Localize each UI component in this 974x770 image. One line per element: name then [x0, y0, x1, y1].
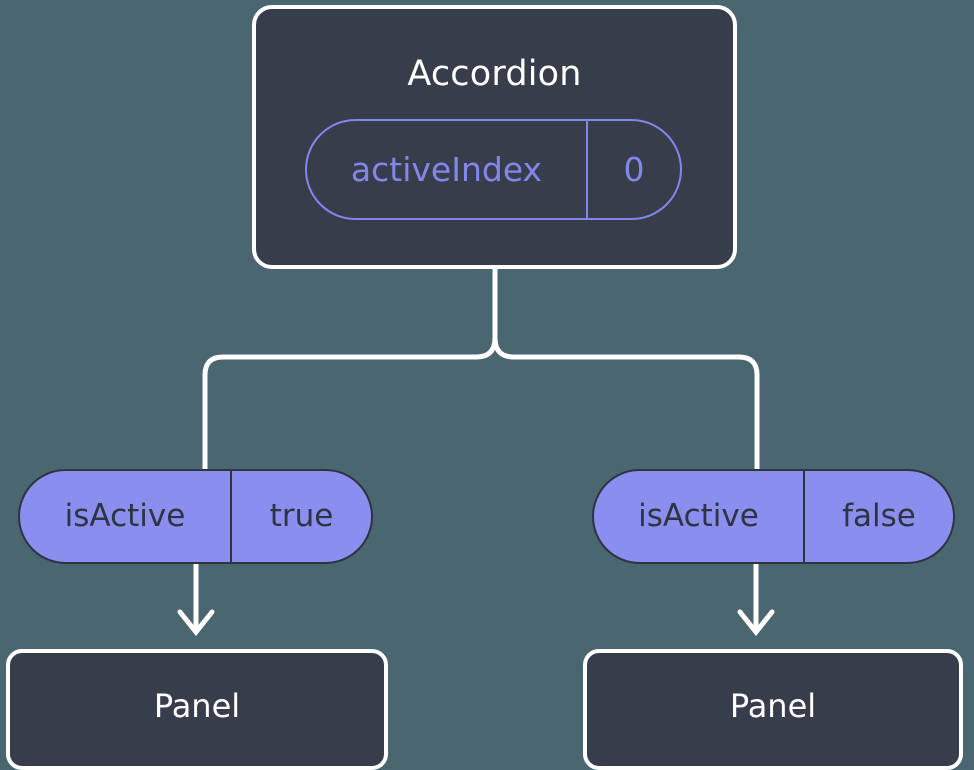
- prop-badge-value-right: false: [842, 498, 916, 534]
- prop-badge-key-right: isActive: [594, 471, 805, 562]
- accordion-title: Accordion: [407, 54, 582, 94]
- panel-title-left: Panel: [153, 686, 241, 725]
- arrow-down-icon-right: [737, 564, 775, 637]
- arrow-down-icon-left: [177, 564, 215, 637]
- prop-badge-key-left: isActive: [20, 471, 232, 562]
- state-badge-active-index[interactable]: activeIndex 0: [305, 119, 682, 220]
- panel-component-box-left[interactable]: Panel: [6, 649, 388, 770]
- panel-component-box-right[interactable]: Panel: [583, 649, 963, 770]
- prop-badge-is-active-left[interactable]: isActive true: [18, 469, 373, 564]
- panel-title-right: Panel: [729, 686, 817, 725]
- state-badge-key: activeIndex: [307, 121, 588, 218]
- prop-badge-is-active-right[interactable]: isActive false: [592, 469, 955, 564]
- prop-badge-value-left: true: [269, 498, 334, 534]
- fork-connector-path: [202, 266, 760, 472]
- state-badge-value: 0: [623, 150, 645, 189]
